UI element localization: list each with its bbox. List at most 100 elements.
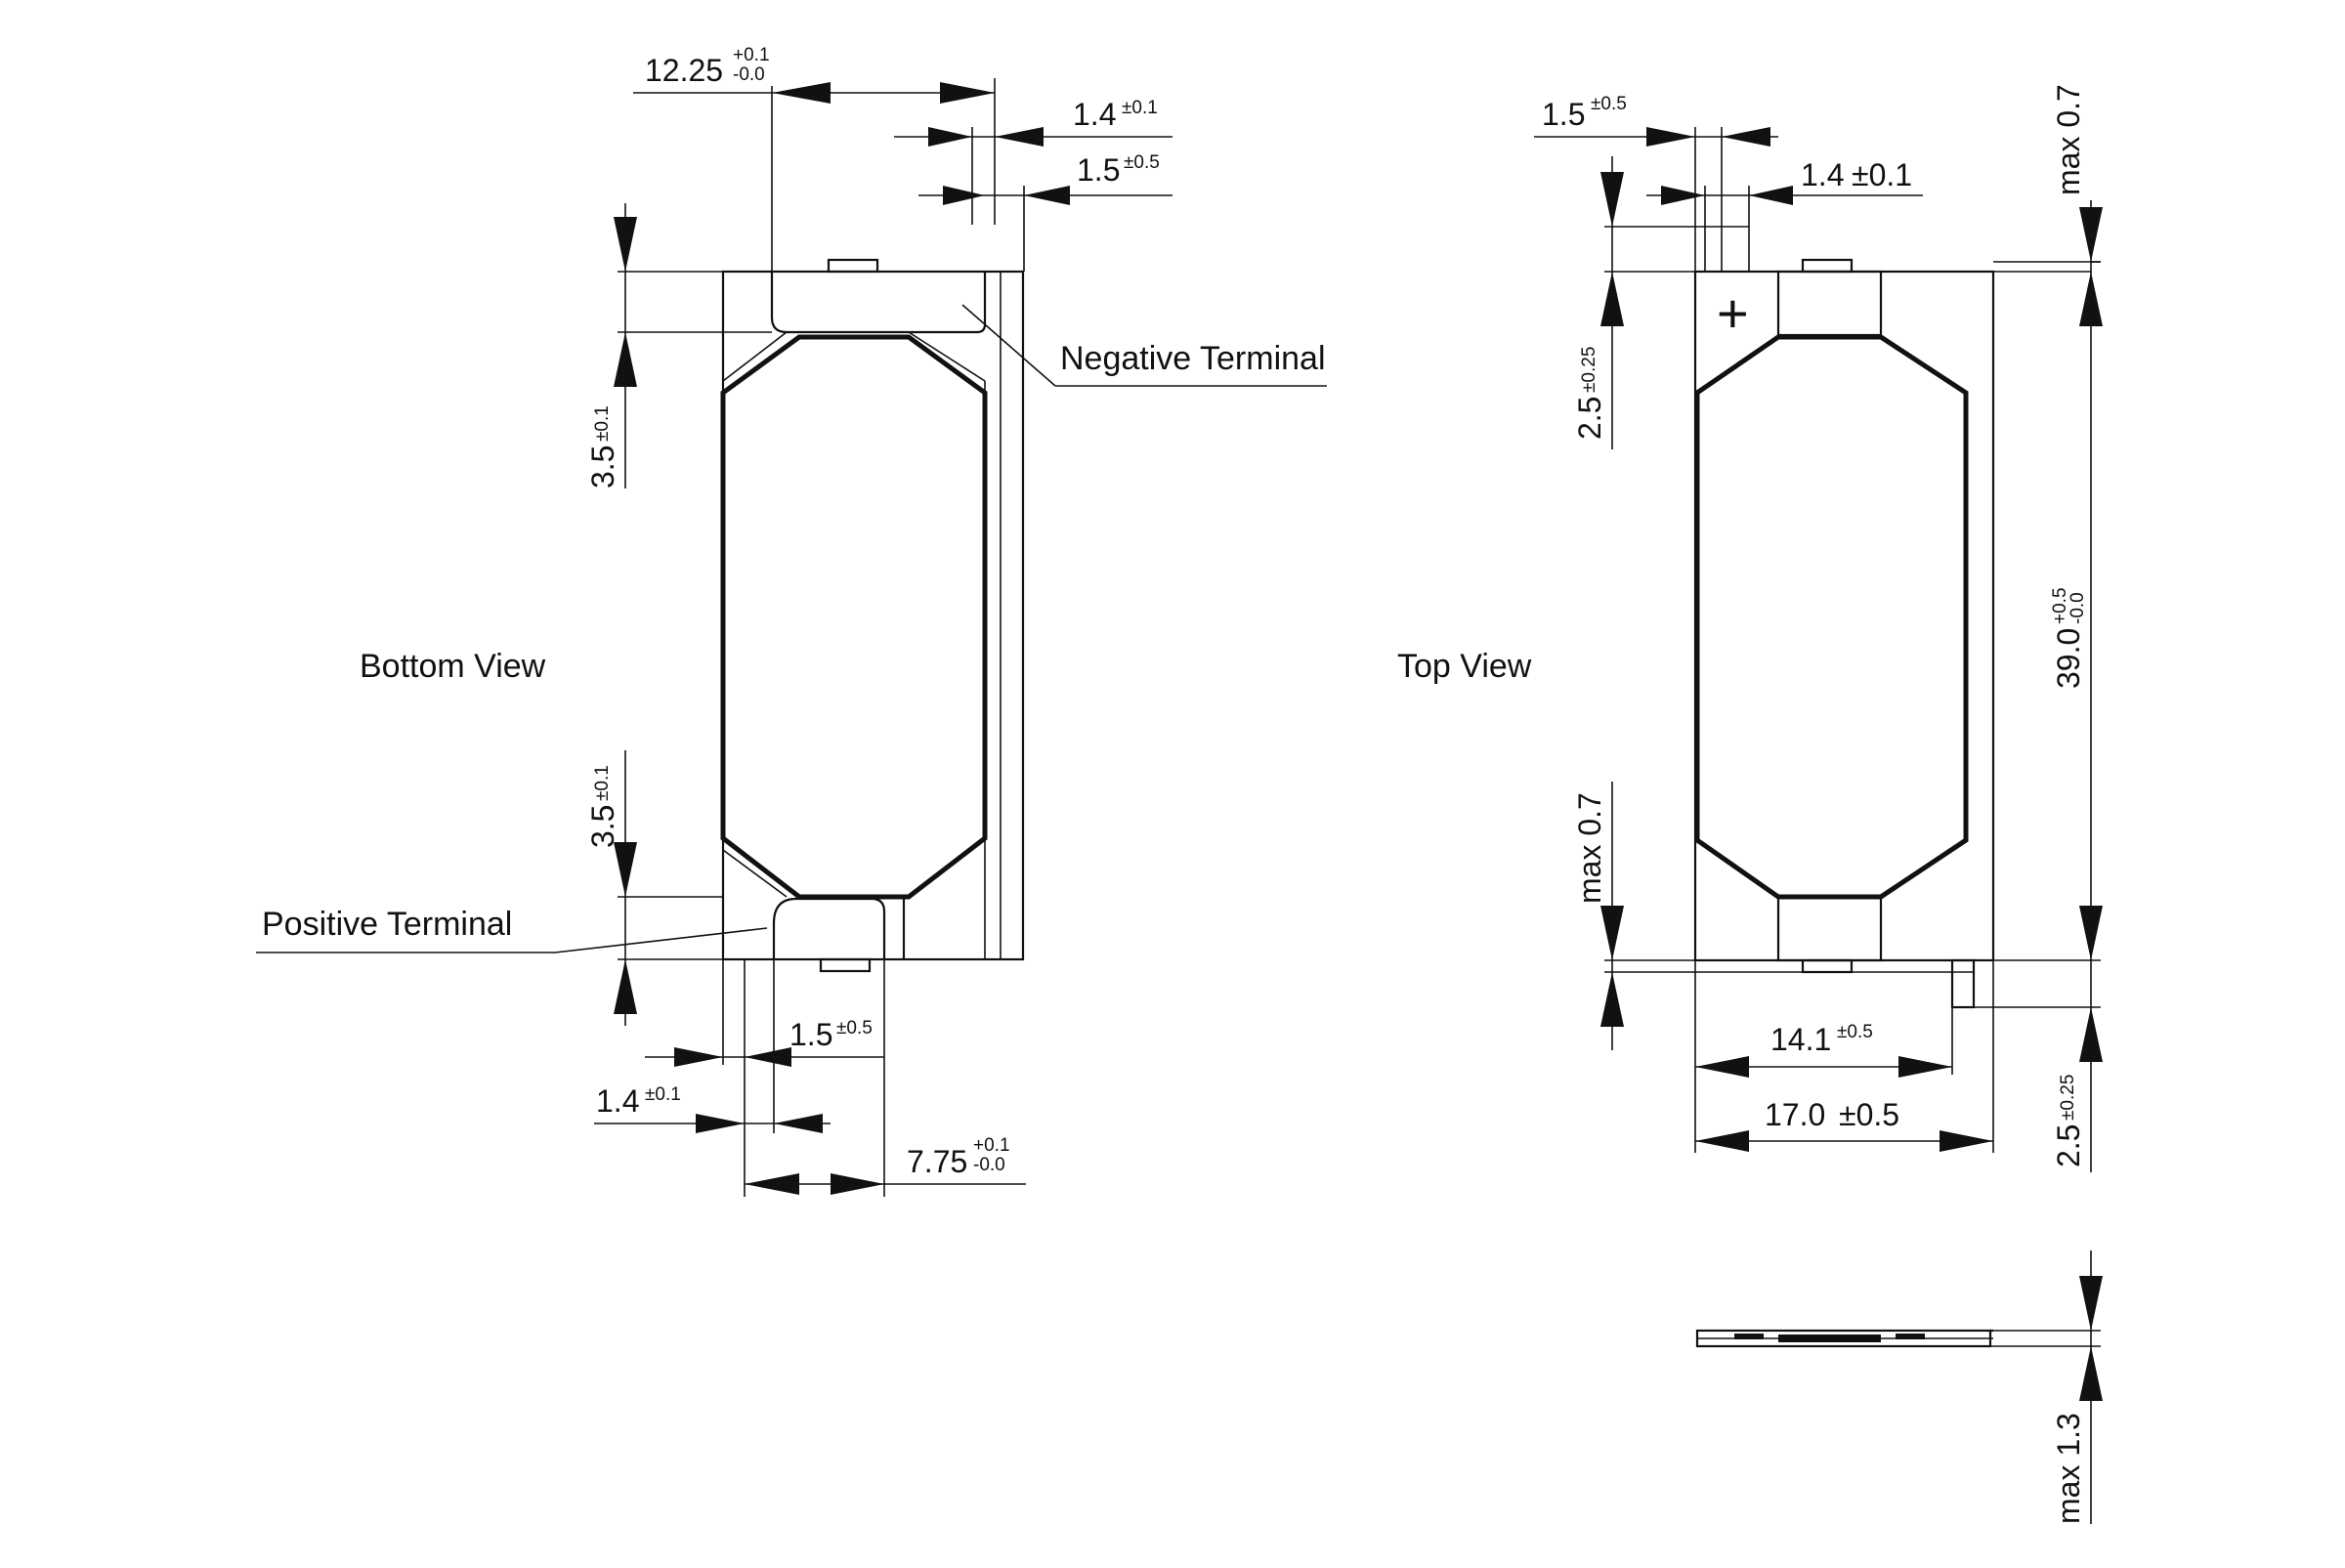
positive-terminal-label: Positive Terminal	[262, 906, 512, 943]
dim-1-4-top-tol: ±0.1	[1122, 98, 1158, 118]
arrow-top-1-4-right	[1749, 186, 1793, 205]
top-tab-stub-bottom	[1801, 958, 1854, 974]
dim-top-2-5-tol: ±0.25	[1579, 347, 1599, 393]
arrow-3-5-bottom-a	[614, 842, 637, 897]
bevel-tl	[722, 331, 788, 382]
side-tab-right	[1896, 1334, 1925, 1339]
plus-mark: +	[1717, 282, 1749, 344]
dim-1-5-bottom-tol: ±0.5	[836, 1018, 873, 1038]
bottom-top-tab-stub	[827, 258, 879, 274]
dim-12-25-tol-lower: -0.0	[733, 64, 765, 85]
dim-3-5-bottom-value: 3.5	[585, 805, 620, 848]
arrow-top-2-5-a	[1600, 172, 1624, 227]
dim-17-0-tol: ±0.5	[1839, 1097, 1899, 1132]
dim-top-max07-value: max 0.7	[2051, 84, 2086, 195]
bottom-view: 12.25 +0.1 -0.0 1.4 ±0.1 1.5 ±0.5 3.5 ±0…	[256, 45, 1327, 1197]
dim-39-value: 39.0	[2051, 628, 2086, 689]
arrow-top-1-4-left	[1661, 186, 1705, 205]
dim-12-25-value: 12.25	[645, 53, 723, 88]
arrow-top-1-5-left	[1646, 127, 1695, 147]
dim-39-tol-upper: +0.5	[2050, 587, 2070, 624]
top-side-tab	[1950, 958, 1976, 1009]
top-view-title: Top View	[1397, 648, 1532, 685]
dim-bottom-2-5-label: 2.5 ±0.25	[2051, 1075, 2086, 1167]
dim-14-1-value: 14.1	[1770, 1022, 1831, 1057]
dim-1-5-top-tol: ±0.5	[1124, 152, 1160, 173]
dim-top-1-4-value: 1.4	[1801, 157, 1844, 192]
dim-top-1-5-tol: ±0.5	[1591, 94, 1627, 114]
arrow-1-5-top-left	[943, 186, 985, 205]
dim-side-value: max 1.3	[2051, 1413, 2086, 1524]
dim-1-4-bottom-value: 1.4	[596, 1083, 639, 1119]
arrow-bottom-2-5	[2079, 1007, 2103, 1062]
arrow-1-4-bottom-right	[774, 1114, 823, 1133]
dim-top-1-4-tol: ±0.1	[1852, 157, 1912, 192]
dim-14-1-tol: ±0.5	[1837, 1022, 1873, 1042]
top-housing-outline	[1693, 270, 1995, 962]
arrow-top-1-5-right	[1722, 127, 1770, 147]
top-view: + 1.5 ±0.5 1.4 ±0.1 2.5 ±0.25 ma	[1397, 84, 2103, 1172]
top-tab-stub-top	[1801, 258, 1854, 274]
positive-leader-slope	[554, 927, 768, 954]
arrow-bottom-max07-a	[1600, 906, 1624, 960]
bevel-tr	[908, 331, 986, 382]
arrow-top-max07	[2079, 207, 2103, 262]
bottom-cell-body	[720, 334, 988, 900]
arrow-1-5-bottom-left	[674, 1047, 723, 1067]
bottom-housing-outline	[721, 270, 1025, 961]
arrow-1-5-top-right	[1024, 186, 1070, 205]
dim-side-label: max 1.3	[2051, 1413, 2086, 1524]
arrow-17-0-left	[1695, 1130, 1749, 1152]
arrow-1-4-bottom-left	[696, 1114, 745, 1133]
dim-top-1-5-value: 1.5	[1542, 97, 1585, 132]
positive-terminal-shape	[772, 897, 886, 959]
arrow-12-25-right	[940, 82, 995, 104]
dim-1-5-top-value: 1.5	[1077, 152, 1120, 188]
arrow-side-bottom	[2079, 1346, 2103, 1401]
dim-39-tol-lower: -0.0	[2068, 592, 2088, 624]
bevel-bl	[722, 849, 788, 898]
dim-bottom-2-5-tol: ±0.25	[2058, 1075, 2078, 1121]
side-view: max 1.3	[1695, 1250, 2103, 1524]
arrow-14-1-right	[1898, 1056, 1952, 1078]
top-tab-top	[1776, 270, 1883, 337]
arrow-1-4-top-right	[995, 127, 1044, 147]
arrow-39-top	[2079, 272, 2103, 326]
arrow-1-4-top-left	[928, 127, 972, 147]
bottom-view-title: Bottom View	[360, 648, 546, 685]
dim-bottom-max07-label: max 0.7	[1572, 792, 1607, 904]
top-tab-bottom	[1776, 895, 1883, 962]
dim-17-0-value: 17.0	[1765, 1097, 1825, 1132]
dim-1-4-bottom-tol: ±0.1	[645, 1084, 681, 1105]
arrow-1-5-bottom-right	[745, 1047, 791, 1067]
dim-3-5-top-value: 3.5	[585, 445, 620, 488]
arrow-12-25-left	[772, 82, 831, 104]
dim-7-75-tol-upper: +0.1	[973, 1135, 1010, 1156]
dim-1-5-bottom-value: 1.5	[789, 1017, 832, 1052]
dim-1-4-top-value: 1.4	[1073, 97, 1116, 132]
dim-3-5-top-label: 3.5 ±0.1	[585, 405, 620, 488]
arrow-39-bottom	[2079, 906, 2103, 960]
top-cell-body	[1694, 334, 1969, 900]
negative-terminal-label: Negative Terminal	[1060, 340, 1326, 377]
dim-3-5-bottom-label: 3.5 ±0.1	[585, 765, 620, 848]
arrow-3-5-bottom-b	[614, 959, 637, 1014]
dim-39-label: 39.0 +0.5 -0.0	[2050, 587, 2088, 689]
dim-top-max07-label: max 0.7	[2051, 84, 2086, 195]
dim-bottom-2-5-value: 2.5	[2051, 1124, 2086, 1167]
dim-7-75-tol-lower: -0.0	[973, 1155, 1005, 1175]
arrow-top-2-5-b	[1600, 272, 1624, 326]
dim-bottom-max07-value: max 0.7	[1572, 792, 1607, 904]
bottom-bottom-tab-stub	[819, 957, 872, 973]
dim-top-2-5-label: 2.5 ±0.25	[1572, 347, 1607, 440]
arrow-3-5-top-b	[614, 332, 637, 387]
negative-leader-slope	[961, 304, 1056, 387]
dim-7-75-value: 7.75	[907, 1144, 967, 1179]
arrow-bottom-max07-b	[1600, 972, 1624, 1027]
dim-top-2-5-value: 2.5	[1572, 397, 1607, 440]
dim-3-5-top-tol: ±0.1	[592, 405, 613, 442]
arrow-14-1-left	[1695, 1056, 1749, 1078]
arrow-17-0-right	[1940, 1130, 1993, 1152]
